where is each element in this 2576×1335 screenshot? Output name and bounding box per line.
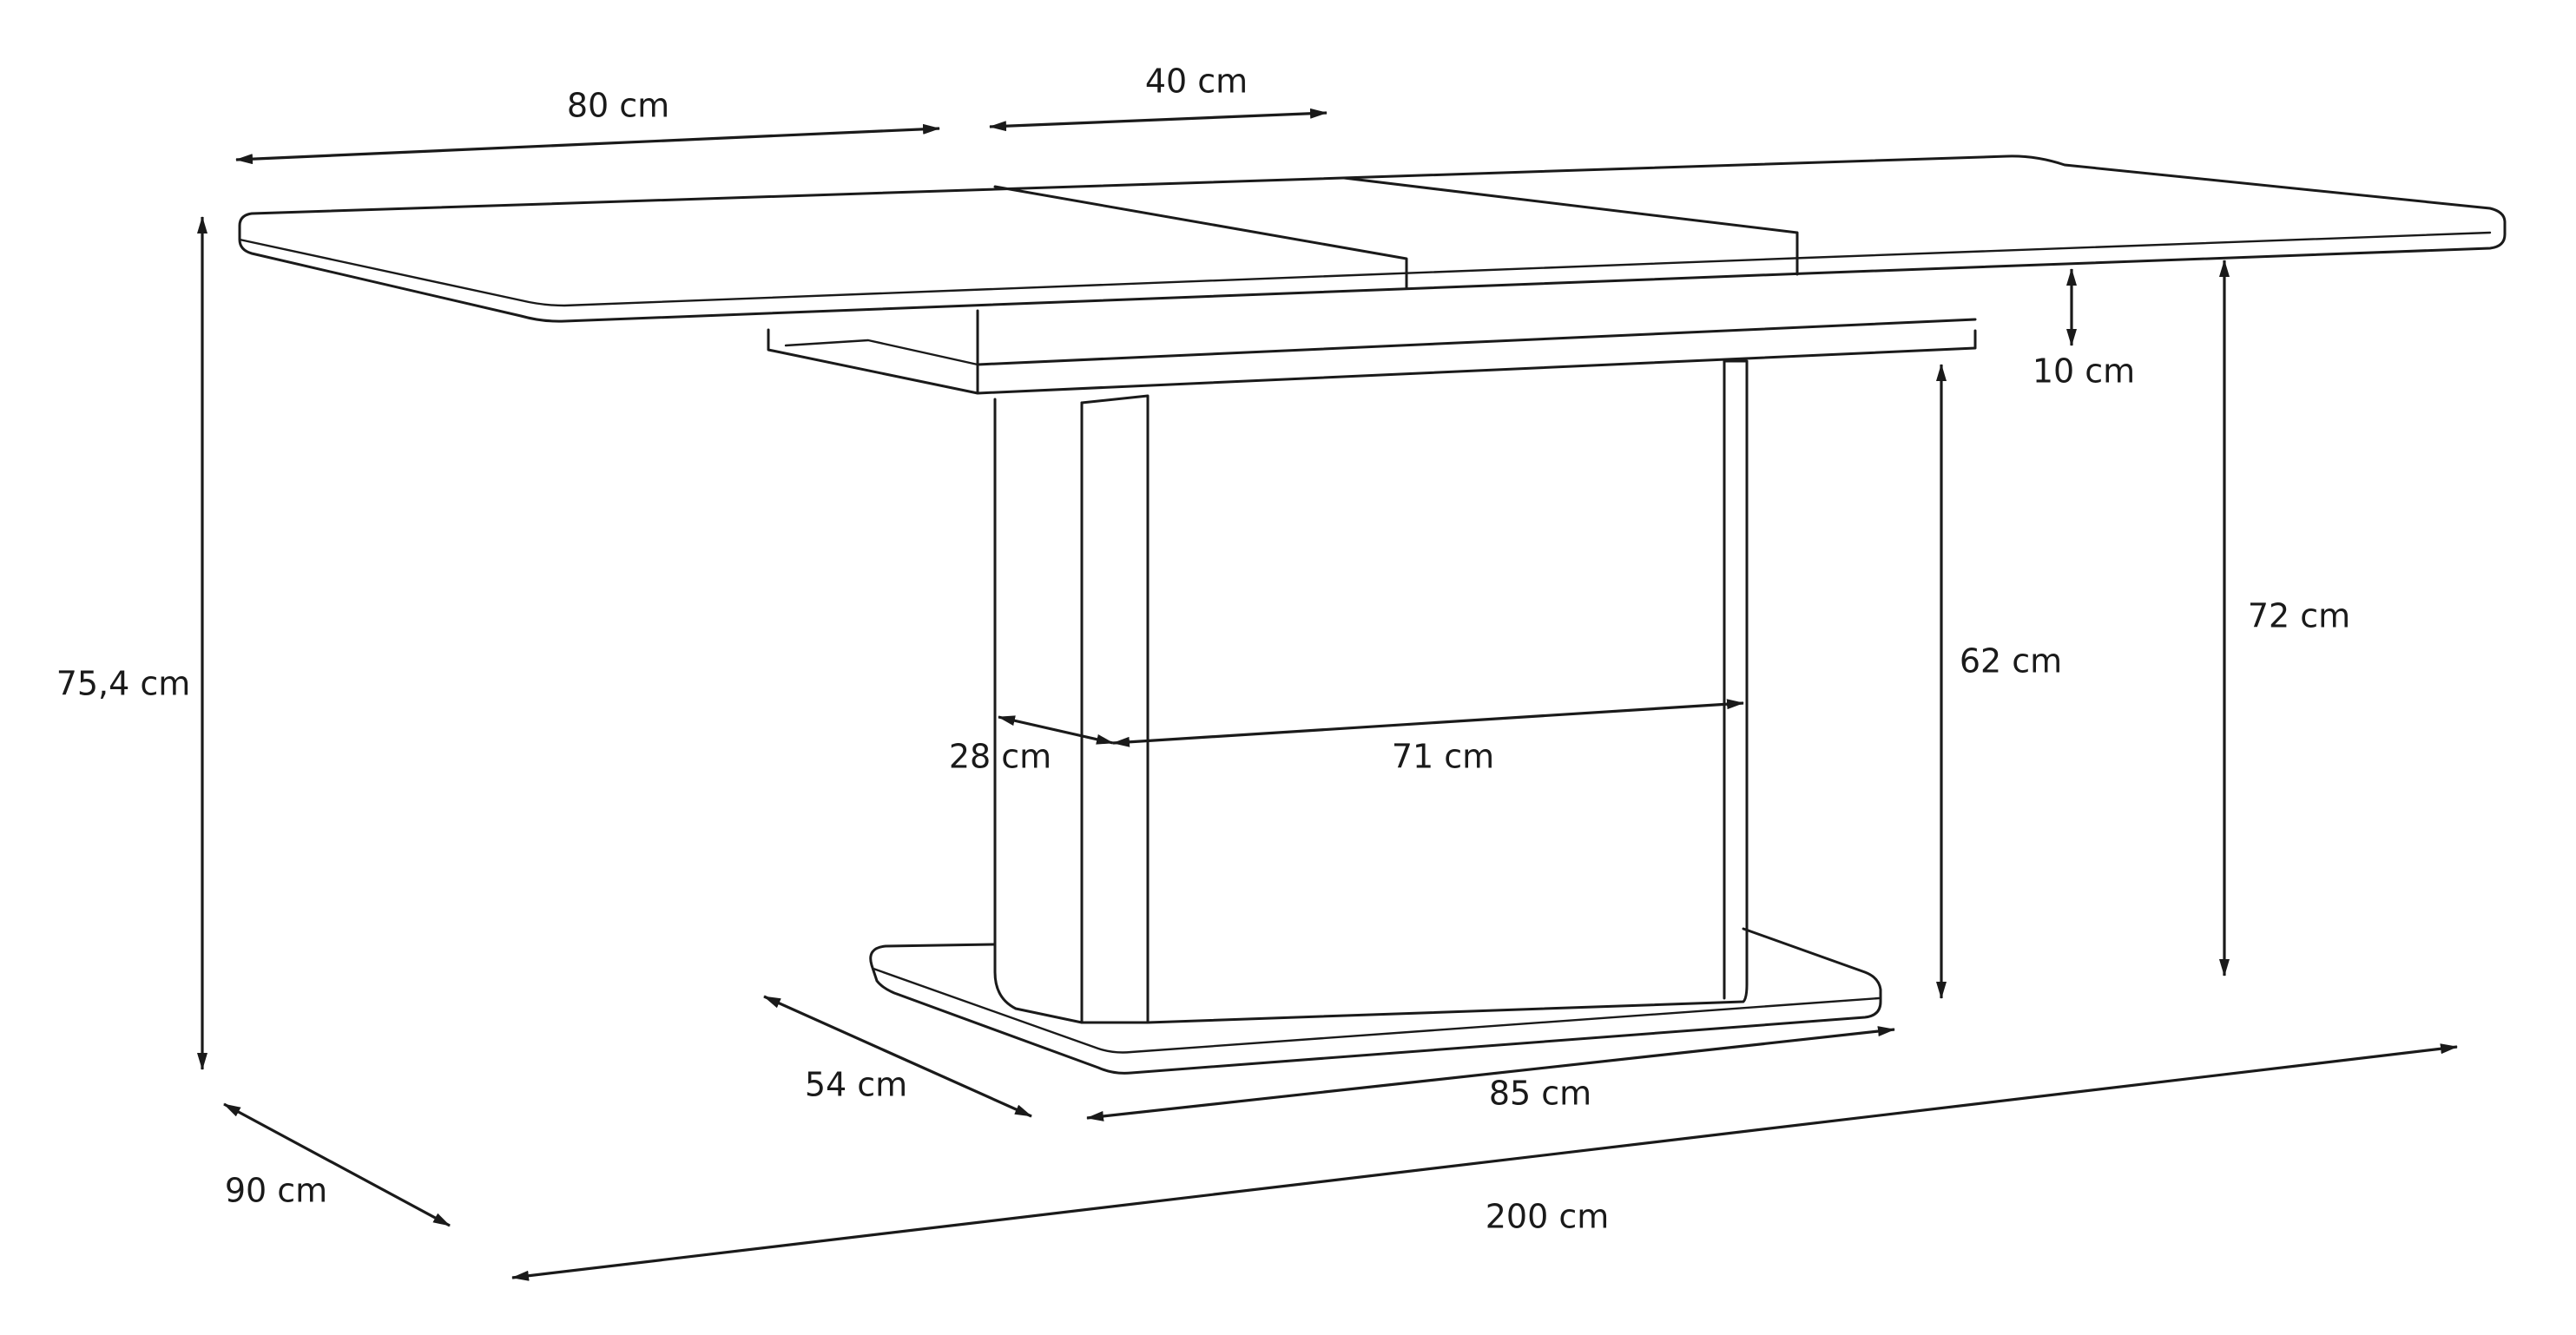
leaf-seam-right [1342, 176, 1799, 276]
dimension-40cm-line [989, 108, 1328, 132]
label-80cm: 80 cm [567, 87, 669, 125]
label-90cm: 90 cm [225, 1172, 327, 1210]
dimension-28cm-line [998, 715, 1114, 745]
table-drawing [238, 155, 2507, 1075]
label-85cm: 85 cm [1489, 1075, 1591, 1113]
dimension-90cm-line [223, 1102, 451, 1227]
label-54cm: 54 cm [805, 1066, 907, 1104]
dimension-200cm-line [511, 1043, 2458, 1281]
label-10cm: 10 cm [2032, 352, 2135, 391]
dimension-labels: 80 cm 40 cm 10 cm 75,4 cm 62 cm 72 cm 28… [56, 62, 2350, 1236]
label-71cm: 71 cm [1392, 738, 1494, 776]
label-62cm: 62 cm [1960, 642, 2062, 681]
dimension-71cm-line [1112, 699, 1744, 747]
leaf-seam-left [993, 185, 1408, 290]
label-28cm: 28 cm [949, 738, 1051, 776]
dimension-80cm-line [235, 123, 940, 165]
label-200cm: 200 cm [1486, 1198, 1610, 1236]
column-front-face [1080, 359, 1749, 1024]
dimension-lines [197, 108, 2458, 1281]
label-72cm: 72 cm [2248, 597, 2350, 635]
label-75-4cm: 75,4 cm [56, 665, 191, 703]
apron [767, 309, 1977, 395]
tabletop-front-edge [238, 231, 2492, 307]
label-40cm: 40 cm [1145, 62, 1248, 101]
column-left-face [993, 398, 1084, 1024]
apron-rail [784, 339, 979, 366]
